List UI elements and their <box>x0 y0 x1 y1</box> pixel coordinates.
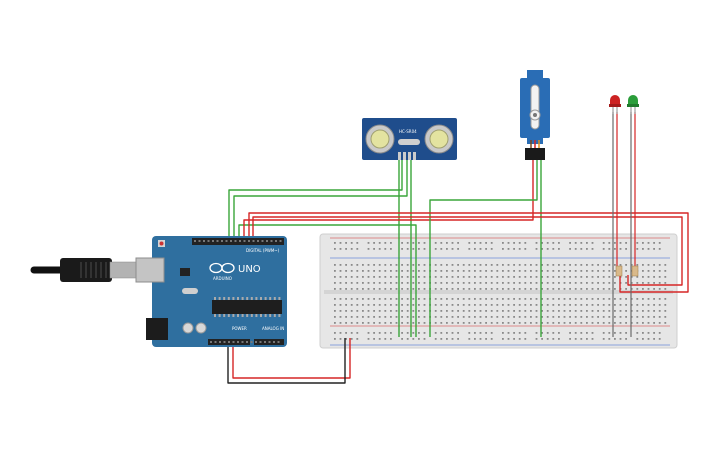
bottom-pins <box>210 341 280 343</box>
led-green[interactable] <box>627 95 639 114</box>
power-jack <box>146 318 168 340</box>
servo-mount-top <box>527 70 543 80</box>
reset-button-cap <box>159 241 164 246</box>
digital-pins <box>194 240 282 242</box>
sensor-pins <box>398 152 416 160</box>
servo-horn <box>530 84 540 130</box>
ultrasonic-sensor[interactable]: HC-SR04 <box>362 118 457 160</box>
led-green-dome <box>628 95 638 104</box>
wire-arduino-to-board-green <box>238 224 417 337</box>
led-green-base <box>627 104 639 107</box>
capacitor-1 <box>182 322 194 334</box>
led-red-base <box>609 104 621 107</box>
crystal <box>182 288 198 294</box>
usb-plug-metal <box>109 261 137 279</box>
sensor-transducer-right-mesh <box>429 129 449 149</box>
resistor-2 <box>631 265 639 277</box>
digital-header <box>192 238 284 245</box>
resistors[interactable] <box>615 265 639 277</box>
breadboard[interactable] <box>319 233 678 349</box>
capacitor-2 <box>195 322 207 334</box>
sensor-label: HC-SR04 <box>399 129 417 134</box>
usb-grip-lines <box>80 262 107 278</box>
analog-label: ANALOG IN <box>262 326 284 331</box>
arduino-board <box>152 236 287 347</box>
wires <box>227 112 689 384</box>
svg-text:UNO: UNO <box>238 264 261 275</box>
small-chip <box>180 268 190 276</box>
center-channel <box>324 290 673 294</box>
usb-jack <box>135 257 165 283</box>
servo-connector <box>525 148 545 160</box>
wire-arduino-to-led-red-2 <box>252 216 683 286</box>
wire-arduino-to-led-red <box>248 212 689 293</box>
arduino-logo: UNO ARDUINO <box>209 262 261 281</box>
servo-screw <box>533 113 537 117</box>
sensor-transducer-left-mesh <box>370 129 390 149</box>
atmega-chip <box>212 300 282 314</box>
wire-servo-green-1 <box>429 160 538 337</box>
sensor-crystal <box>398 139 420 145</box>
power-label: POWER <box>232 326 247 331</box>
wire-servo-signal <box>243 160 534 240</box>
resistor-1 <box>615 265 623 277</box>
led-red-dome <box>610 95 620 104</box>
wire-sensor-to-arduino-2 <box>233 160 408 240</box>
svg-text:ARDUINO: ARDUINO <box>213 276 232 281</box>
wire-sensor-to-arduino-1 <box>228 160 403 240</box>
digital-label: DIGITAL (PWM~) <box>246 248 280 253</box>
wire-5v <box>232 338 351 379</box>
usb-cable[interactable] <box>30 258 137 282</box>
arduino-uno[interactable]: DIGITAL (PWM~) UNO ARDUINO POWER ANALOG … <box>135 236 287 347</box>
led-red[interactable] <box>609 95 621 114</box>
servo-motor[interactable] <box>520 70 550 160</box>
chip-pins <box>214 297 281 317</box>
wire-gnd <box>227 338 346 384</box>
